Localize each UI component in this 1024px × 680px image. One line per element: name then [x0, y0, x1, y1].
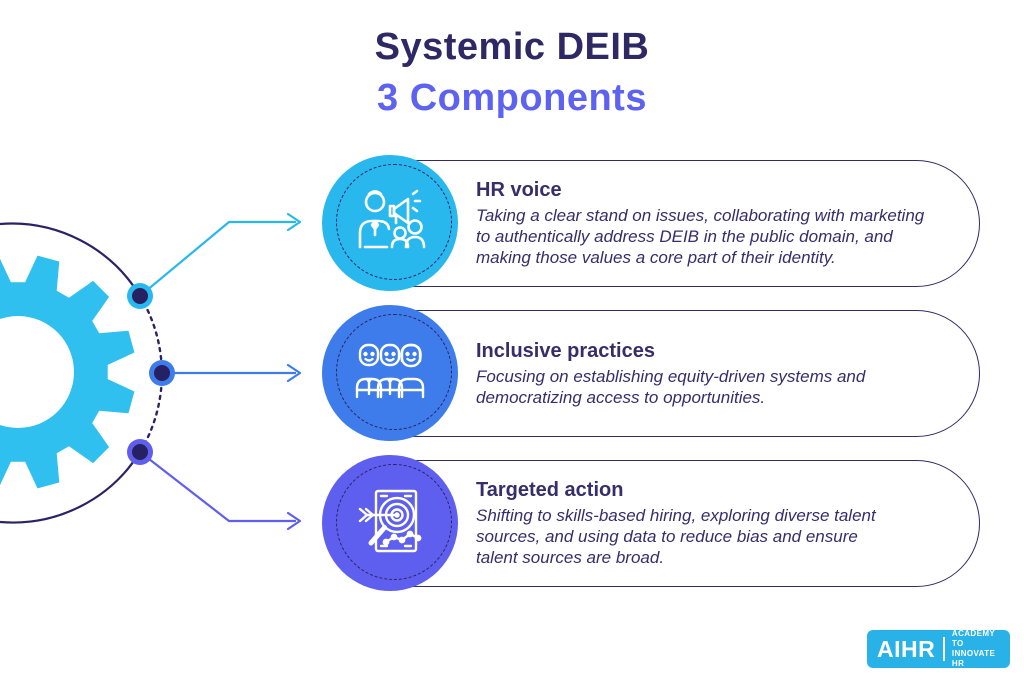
logo-divider [943, 637, 945, 661]
card-text-block: HR voice Taking a clear stand on issues,… [476, 161, 971, 286]
card-title: HR voice [476, 179, 562, 201]
component-card-inclusive-practices: Inclusive practices Focusing on establis… [345, 310, 980, 437]
card-title: Inclusive practices [476, 339, 655, 362]
team-icon-circle [322, 305, 458, 441]
connector-arrow-2 [286, 363, 302, 383]
connector-line-1 [139, 220, 296, 297]
connector-arrow-1 [286, 212, 302, 232]
dashed-ring [336, 314, 452, 430]
component-card-targeted-action: Targeted action Shifting to skills-based… [345, 460, 980, 587]
card-text-block: Inclusive practices Focusing on establis… [476, 311, 971, 436]
gear-icon [0, 255, 135, 489]
card-description: Shifting to skills-based hiring, explori… [476, 506, 876, 567]
connector-dot-2 [149, 360, 175, 386]
title-line1: Systemic DEIB [374, 26, 650, 68]
arc-solid-top [0, 222, 141, 297]
aihr-logo: AIHR ACADEMY TO INNOVATE HR [867, 629, 1010, 669]
card-title: Targeted action [476, 479, 624, 501]
connector-line-3 [139, 451, 296, 523]
target-magnifier-icon [358, 489, 422, 553]
dashed-ring [336, 164, 452, 280]
connector-dot-1 [127, 283, 153, 309]
aihr-logo-tagline: ACADEMY TO INNOVATE HR [952, 629, 1000, 669]
connector-arrow-3 [286, 511, 302, 531]
connector-dot-3 [127, 439, 153, 465]
title-line2: 3 Components [377, 77, 647, 119]
aihr-logo-brand: AIHR [877, 635, 936, 662]
dashed-ring [336, 464, 452, 580]
tagline-line1: ACADEMY TO [951, 629, 995, 648]
tagline-line2: INNOVATE HR [951, 649, 996, 668]
target-magnifier-icon-circle [322, 455, 458, 591]
hr-voice-icon-circle [322, 155, 458, 291]
page-title: Systemic DEIB 3 Components [0, 22, 1024, 124]
card-description: Focusing on establishing equity-driven s… [476, 366, 866, 407]
card-description: Taking a clear stand on issues, collabor… [476, 206, 925, 267]
component-card-hr-voice: HR voice Taking a clear stand on issues,… [345, 160, 980, 287]
team-icon [355, 343, 425, 399]
arc-solid-bottom [0, 451, 141, 524]
card-text-block: Targeted action Shifting to skills-based… [476, 461, 971, 586]
person-megaphone-icon [358, 189, 426, 249]
